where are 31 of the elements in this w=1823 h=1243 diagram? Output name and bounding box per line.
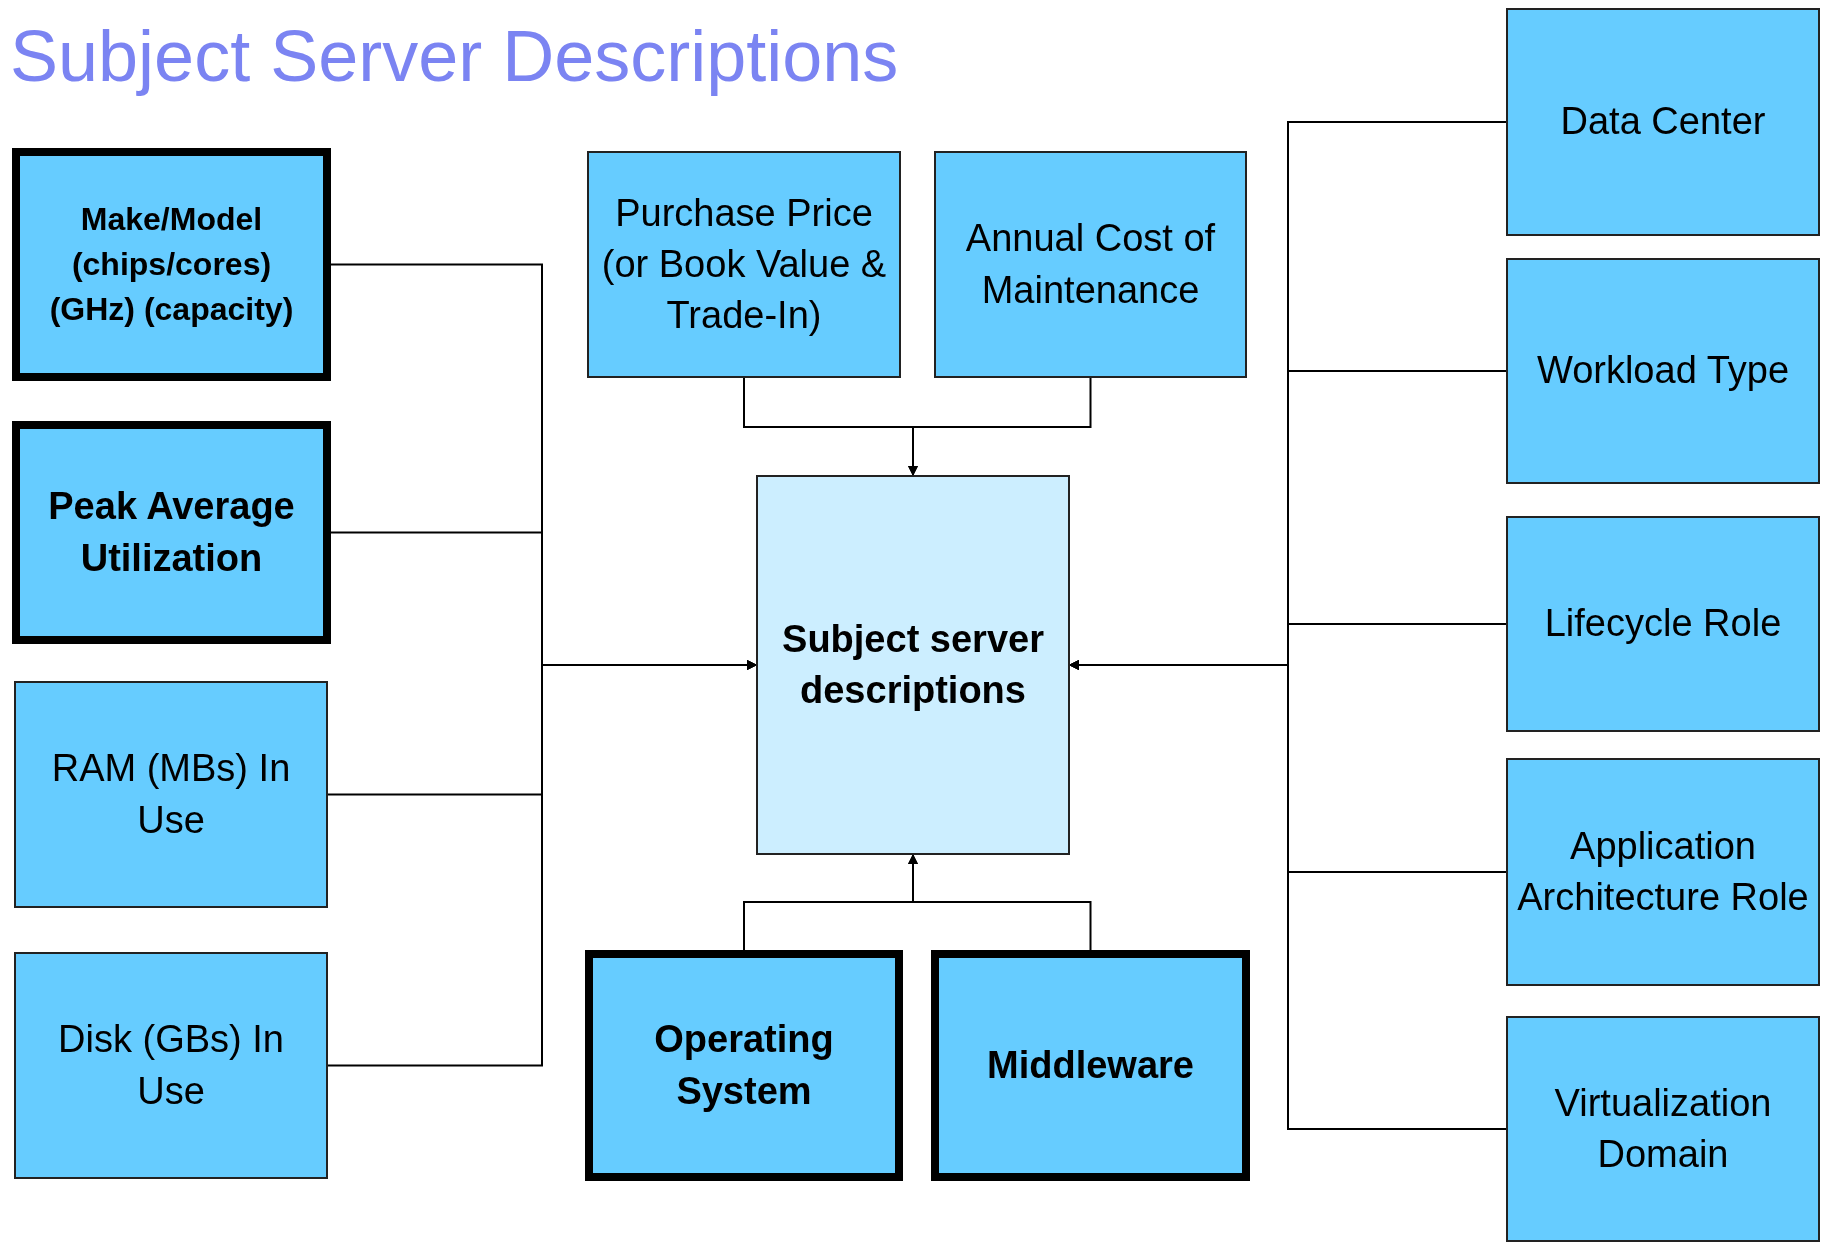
box-label: Lifecycle Role <box>1544 601 1782 647</box>
process-box <box>14 681 328 908</box>
box-label: Purchase Price (or Book Value & Trade-In) <box>600 190 888 339</box>
process-box <box>1506 516 1820 732</box>
process-box <box>12 421 331 644</box>
box-label: Application Architecture Role <box>1516 823 1810 920</box>
process-box <box>14 952 328 1179</box>
box-label: Data Center <box>1560 99 1766 145</box>
process-box <box>12 148 331 381</box>
connector-arrow <box>327 660 757 1067</box>
box-label: Peak Average Utilization <box>47 484 296 581</box>
process-box <box>1506 758 1820 986</box>
box-label: Annual Cost of Maintenance <box>964 216 1217 313</box>
process-box <box>756 475 1070 855</box>
box-label: Operating System <box>653 1017 835 1114</box>
connector-arrow <box>908 854 1092 951</box>
connector-arrow <box>908 377 1092 476</box>
box-label: Make/Model (chips/cores) (GHz) (capacity) <box>48 200 295 329</box>
box-label: Middleware <box>987 1042 1194 1088</box>
process-box <box>1506 8 1820 236</box>
process-box <box>585 950 903 1181</box>
box-label: Disk (GBs) In Use <box>57 1017 285 1114</box>
box-label: Workload Type <box>1536 348 1790 394</box>
box-label: Virtualization Domain <box>1553 1080 1773 1177</box>
process-box <box>1506 1016 1820 1242</box>
process-box <box>931 950 1250 1181</box>
process-box <box>934 151 1247 378</box>
box-label: Subject server descriptions <box>781 616 1045 713</box>
process-box <box>1506 258 1820 484</box>
box-label: RAM (MBs) In Use <box>50 746 292 843</box>
process-box <box>587 151 901 378</box>
